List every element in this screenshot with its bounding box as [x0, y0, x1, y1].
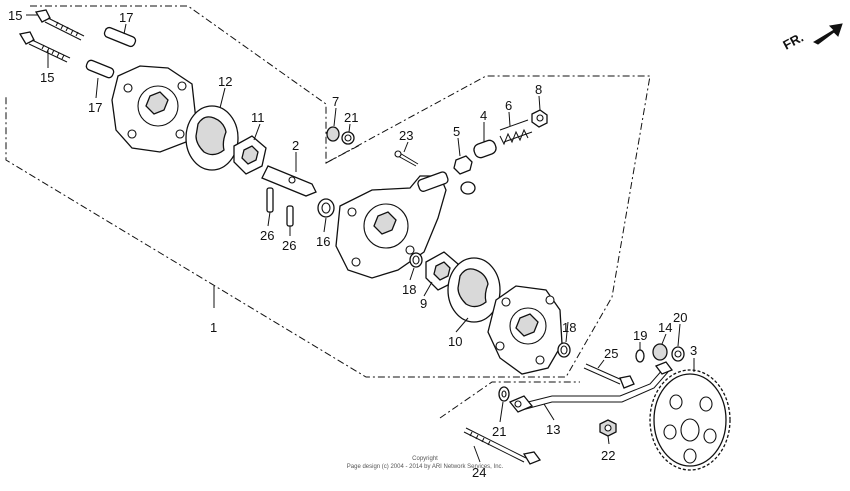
- oil-pipe-13[interactable]: [508, 361, 674, 413]
- sprocket-3[interactable]: [649, 369, 731, 471]
- copyright-line-2: Page design (c) 2004 - 2014 by ARI Netwo…: [347, 464, 504, 470]
- washer-20[interactable]: [671, 346, 685, 362]
- callout-17-lower: 17: [88, 100, 102, 115]
- callout-1: 1: [210, 320, 217, 335]
- bolt-25[interactable]: [583, 363, 635, 389]
- front-arrow-icon: [812, 23, 843, 45]
- pin-26-left[interactable]: [266, 187, 274, 213]
- callout-20: 20: [673, 310, 687, 325]
- callout-6: 6: [505, 98, 512, 113]
- dowel-pin-17-lower[interactable]: [85, 59, 115, 79]
- washer-19[interactable]: [635, 349, 645, 363]
- relief-valve-4[interactable]: [472, 139, 497, 160]
- pin-26-right[interactable]: [286, 205, 294, 227]
- collar-14[interactable]: [652, 343, 668, 361]
- front-label: FR.: [780, 30, 806, 53]
- callout-8: 8: [535, 82, 542, 97]
- callout-13: 13: [546, 422, 560, 437]
- callout-15-upper: 15: [8, 8, 22, 23]
- assembly-outline-3: [325, 144, 361, 164]
- callout-18-left: 18: [402, 282, 416, 297]
- callout-4: 4: [480, 108, 487, 123]
- callout-5: 5: [453, 124, 460, 139]
- callout-21-lower: 21: [492, 424, 506, 439]
- dowel-pin-17-upper[interactable]: [103, 26, 137, 48]
- callout-7: 7: [332, 94, 339, 109]
- pump-shaft-2[interactable]: [261, 165, 317, 197]
- callout-23: 23: [399, 128, 413, 143]
- o-ring-18-right[interactable]: [557, 342, 571, 358]
- o-ring-18-left[interactable]: [409, 252, 423, 268]
- inner-rotor-11[interactable]: [233, 135, 267, 175]
- callout-9: 9: [420, 296, 427, 311]
- nut-22[interactable]: [599, 419, 617, 437]
- assembly-outline-2: [439, 381, 580, 419]
- washer-21-lower[interactable]: [498, 386, 510, 402]
- relief-valve-cap-5[interactable]: [453, 155, 473, 175]
- washer-21-upper[interactable]: [341, 131, 355, 145]
- outer-rotor-12[interactable]: [185, 105, 239, 171]
- callout-25: 25: [604, 346, 618, 361]
- pump-housing-rear[interactable]: [487, 285, 563, 375]
- callout-26-right: 26: [282, 238, 296, 253]
- callout-11: 11: [251, 110, 265, 125]
- callout-22: 22: [601, 448, 615, 463]
- callout-18-right: 18: [562, 320, 576, 335]
- callout-2: 2: [292, 138, 299, 153]
- callout-17-upper: 17: [119, 10, 133, 25]
- callout-26-left: 26: [260, 228, 274, 243]
- callout-labels: 1 2 3 4 5 6 7 8 9 10 11 12 13 14 15 15 1…: [8, 8, 697, 480]
- collar-7[interactable]: [326, 126, 340, 142]
- cotter-pin-23[interactable]: [394, 150, 419, 167]
- callout-19: 19: [633, 328, 647, 343]
- bolt-24[interactable]: [463, 427, 542, 465]
- callout-3: 3: [690, 343, 697, 358]
- leader-lines: [26, 14, 695, 463]
- callout-21-upper: 21: [344, 110, 358, 125]
- seal-16[interactable]: [317, 198, 335, 218]
- assembly-outline-1: [5, 5, 651, 378]
- callout-14: 14: [658, 320, 672, 335]
- callout-12: 12: [218, 74, 232, 89]
- bolt-15-upper[interactable]: [34, 9, 85, 41]
- plug-center[interactable]: [460, 181, 476, 195]
- sealing-bolt-8[interactable]: [531, 109, 548, 128]
- callout-16: 16: [316, 234, 330, 249]
- copyright-block: Copyright Page design (c) 2004 - 2014 by…: [347, 456, 504, 470]
- callout-24: 24: [472, 465, 486, 480]
- callout-10: 10: [448, 334, 462, 349]
- pump-cover-left[interactable]: [111, 65, 197, 153]
- callout-15-lower: 15: [40, 70, 54, 85]
- relief-spring-6[interactable]: [499, 119, 533, 146]
- front-direction-indicator: FR.: [780, 23, 843, 53]
- bolt-15-lower[interactable]: [18, 31, 71, 63]
- outer-rotor-10[interactable]: [447, 257, 501, 323]
- copyright-line-1: Copyright: [412, 456, 438, 462]
- pump-body-center[interactable]: [335, 171, 449, 279]
